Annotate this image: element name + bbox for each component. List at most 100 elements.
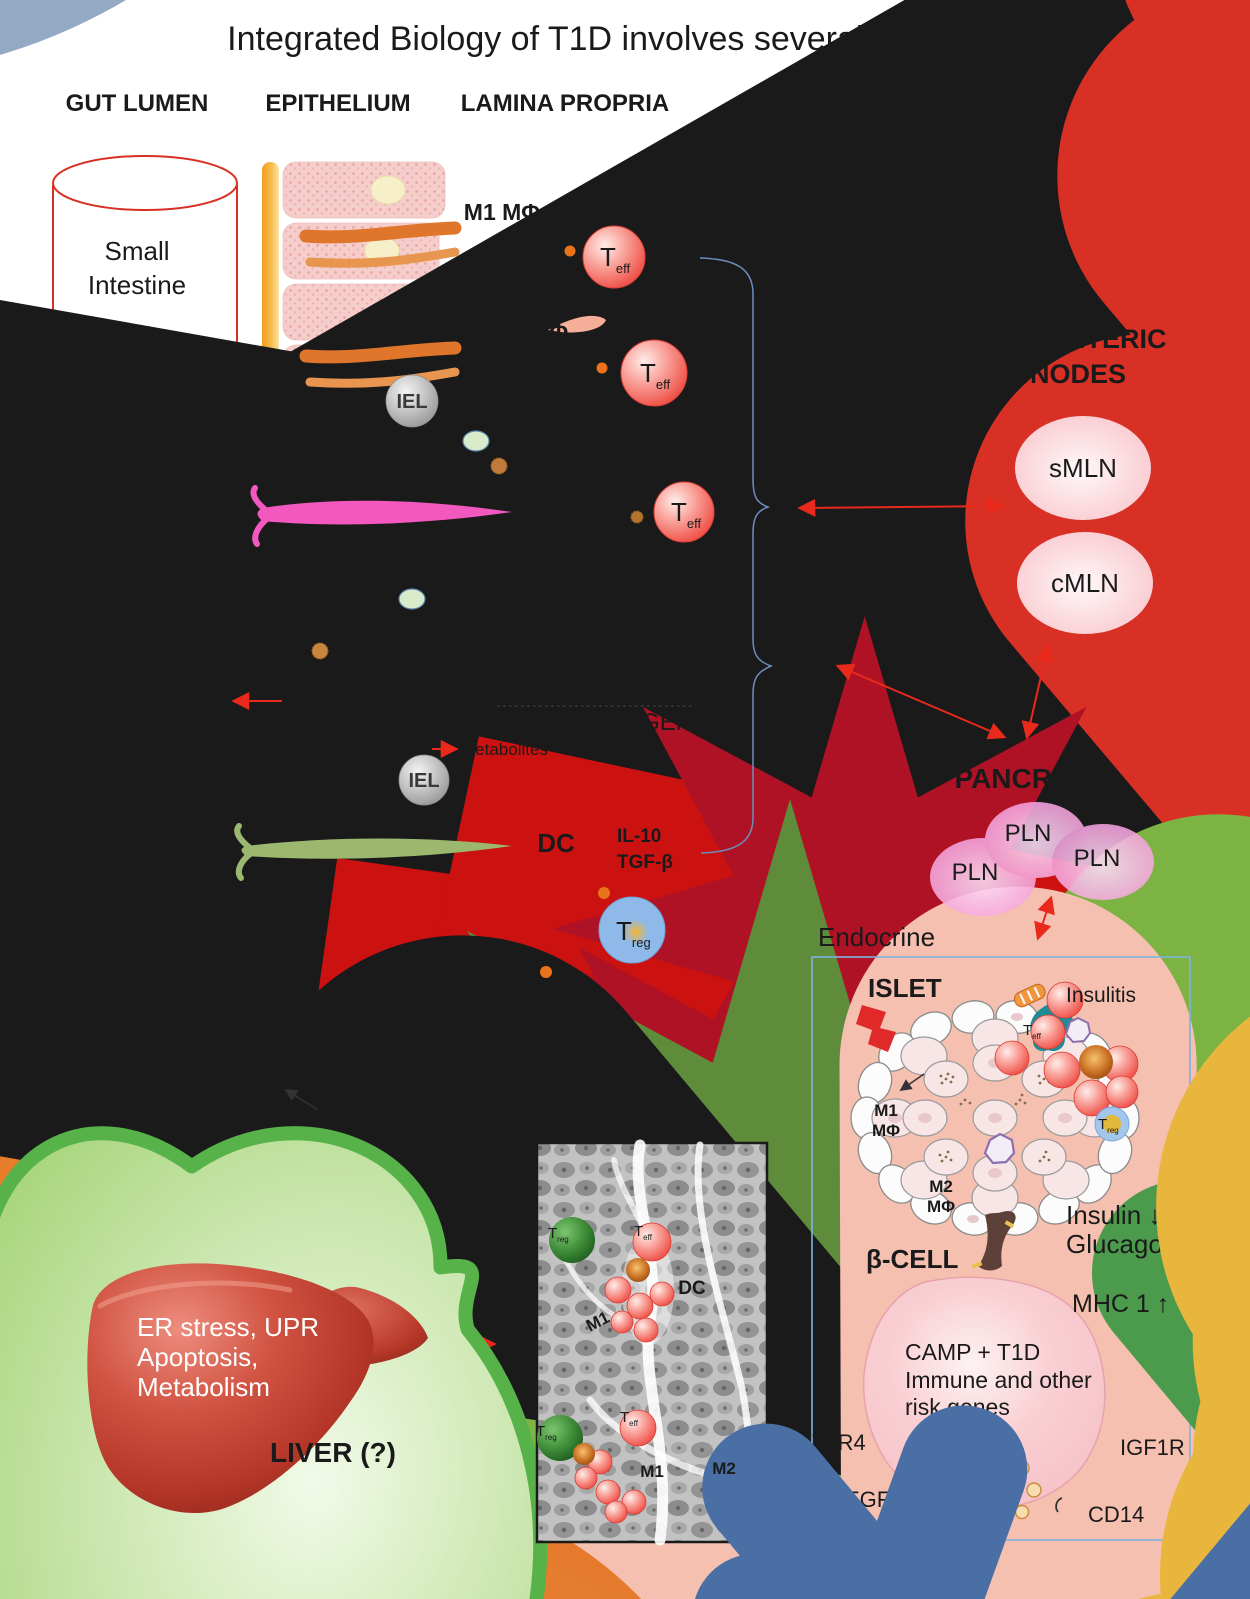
- insulitis-label: Insulitis: [1066, 984, 1136, 1007]
- pancreas-title: PANCREAS: [954, 763, 1109, 794]
- svg-text:Teff: Teff: [634, 1223, 653, 1242]
- m1-macrophage-2-label: M1 MΦ: [492, 319, 569, 345]
- m1-macrophage-1: M1 MΦ: [0, 0, 1250, 1545]
- svg-text:Teff: Teff: [671, 497, 701, 531]
- m1-macrophage-2: M1 MΦ: [0, 106, 1250, 1599]
- svg-text:Treg: Treg: [1098, 1116, 1119, 1135]
- exo-treg-1: [549, 1217, 595, 1263]
- svg-text:IL-10: IL-10: [617, 826, 661, 847]
- m2-macrophage: M2 MΦ: [332, 966, 1250, 1599]
- exo-m2-label: M2: [712, 1459, 736, 1478]
- exo-treg-2: [537, 1415, 583, 1461]
- cd14-label: CD14: [1088, 1502, 1144, 1527]
- insulitis-striped-cell: [1013, 983, 1046, 1008]
- islet-purple-cell-2: [983, 1132, 1016, 1165]
- arrow-cmln-to-pancreas: [1021, 643, 1054, 740]
- endocrine-label: Endocrine: [818, 922, 935, 952]
- svg-text:IEL: IEL: [396, 391, 427, 413]
- svg-text:TNF-α: TNF-α: [600, 476, 655, 497]
- svg-text:Treg: Treg: [548, 1225, 569, 1244]
- beta-cell-body: [862, 1276, 1106, 1510]
- pln-label-left: PLN: [952, 859, 999, 886]
- exocrine-section: Exocrine Treg Teff DC M1 Treg T: [417, 1106, 1250, 1599]
- mesenteric-nodes: MESENTERIC NODES sMLN cMLN: [989, 324, 1167, 634]
- islet-m1-macrophage: M1 MΦ: [0, 1101, 900, 1599]
- dc-inflammatory-label: DC: [539, 504, 577, 534]
- islet-vessel-red: [856, 1005, 896, 1052]
- beta-cell-section: β-CELL CAMP + T1D Immune and other risk …: [0, 463, 1250, 1599]
- liver-main-lobe: [87, 1263, 374, 1514]
- svg-text:Teff: Teff: [600, 242, 630, 276]
- pln-node-right: [1052, 824, 1154, 900]
- beta-cell-text-1: CAMP + T1D: [905, 1339, 1040, 1365]
- beta-cell-text-3: risk genes: [905, 1394, 1010, 1420]
- arrow-pln-to-endocrine: [1034, 895, 1055, 941]
- svg-text:MΦ: MΦ: [872, 1121, 900, 1140]
- leaky-debris: [184, 430, 1250, 1599]
- liver-title: LIVER (?): [270, 1437, 396, 1468]
- islet-m1-arrow: [899, 1073, 925, 1092]
- islet-amber-cell: [1079, 1045, 1113, 1079]
- beta-cell-label: β-CELL: [866, 1244, 959, 1274]
- header-gut-lumen: GUT LUMEN: [66, 90, 209, 117]
- exo-teff-1: [632, 1222, 672, 1262]
- svg-text:Treg: Treg: [616, 916, 651, 950]
- iel-cell-2: IEL: [398, 754, 450, 806]
- liver-text-3: Metabolism: [137, 1372, 270, 1402]
- header-lamina-propria: LAMINA PROPRIA: [461, 90, 669, 117]
- smln-node: [1015, 416, 1151, 520]
- tolerogenic-label: TOLEROGENIC: [543, 709, 717, 736]
- igf1r-label: IGF1R: [1120, 1435, 1185, 1460]
- pln-label-center: PLN: [1005, 820, 1052, 847]
- exocrine-overlay-bottom: Treg Teff M1 M2: [536, 1409, 736, 1524]
- cd14-receptor-icons: [1055, 1497, 1063, 1513]
- svg-text:MΦ: MΦ: [927, 1197, 955, 1216]
- mucin-arrow: [284, 1088, 319, 1111]
- liver-section: ER stress, UPR Apoptosis, Metabolism LIV…: [87, 1263, 428, 1514]
- svg-text:IL-1β: IL-1β: [600, 424, 645, 445]
- liver-text-2: Apoptosis,: [137, 1342, 258, 1372]
- exocrine-overlay-top: Treg Teff DC M1: [417, 1159, 1250, 1599]
- exo-teff-2: [619, 1409, 657, 1447]
- small-intestine-label-2: Intestine: [88, 270, 186, 300]
- islet-teff-label: Teff: [1023, 1022, 1042, 1041]
- lamina-brace: [699, 257, 774, 854]
- islet-drawing: Treg Teff Insulitis M1 MΦ M2 MΦ Insulin …: [0, 981, 1250, 1599]
- svg-text:M2: M2: [929, 1177, 953, 1196]
- dendritic-cell-tolerogenic: DC: [52, 805, 1250, 1599]
- svg-text:IEL: IEL: [408, 770, 439, 792]
- inflammatory-cytokines: IL-1β IFN-γ TNF-α: [600, 424, 655, 497]
- dendritic-cell-inflammatory: DC: [0, 400, 1250, 1599]
- liver-text-1: ER stress, UPR: [137, 1312, 319, 1342]
- mhc-label: MHC 1 ↑: [1072, 1290, 1169, 1318]
- camp-label: CAMP: [287, 691, 345, 713]
- svg-text:TGF-β: TGF-β: [617, 852, 673, 873]
- islet-m2-macrophage: M2 MΦ: [0, 1067, 955, 1599]
- mesenteric-title-2: NODES: [1030, 359, 1126, 389]
- arrow-gut-to-smln: [797, 497, 1005, 517]
- svg-text:Treg: Treg: [536, 1423, 557, 1442]
- metabolites-arrow-label: Metabolites: [461, 740, 548, 759]
- islet-treg: Treg: [1094, 1106, 1130, 1142]
- tolerogenic-cytokines: IL-10 TGF-β: [617, 826, 673, 873]
- svg-text:M1: M1: [874, 1101, 898, 1120]
- mesenteric-title-1: MESENTERIC: [989, 324, 1166, 354]
- svg-text:Teff: Teff: [640, 358, 670, 392]
- svg-text:Teff: Teff: [620, 1409, 639, 1428]
- dc-tolerogenic-label: DC: [537, 828, 575, 858]
- header-epithelium: EPITHELIUM: [265, 90, 410, 117]
- islet-purple-cell-1: [1064, 1016, 1092, 1044]
- cmln-label: cMLN: [1051, 568, 1119, 598]
- exo-dc-label: DC: [678, 1278, 706, 1299]
- beta-cell-text-2: Immune and other: [905, 1367, 1092, 1393]
- inflammatory-label: INFLAMMATORY: [480, 676, 668, 703]
- tlr4-label: TLR4: [812, 1430, 866, 1455]
- arrow-gut-to-pancreas: [835, 663, 1007, 740]
- treg-cell: Treg: [598, 896, 666, 964]
- insulin-label: Insulin ↓: [1066, 1200, 1161, 1230]
- m2-macrophage-label: M2 MΦ: [457, 997, 534, 1023]
- small-intestine-label-1: Small: [104, 236, 169, 266]
- teff-cell-1: Teff: [582, 225, 646, 289]
